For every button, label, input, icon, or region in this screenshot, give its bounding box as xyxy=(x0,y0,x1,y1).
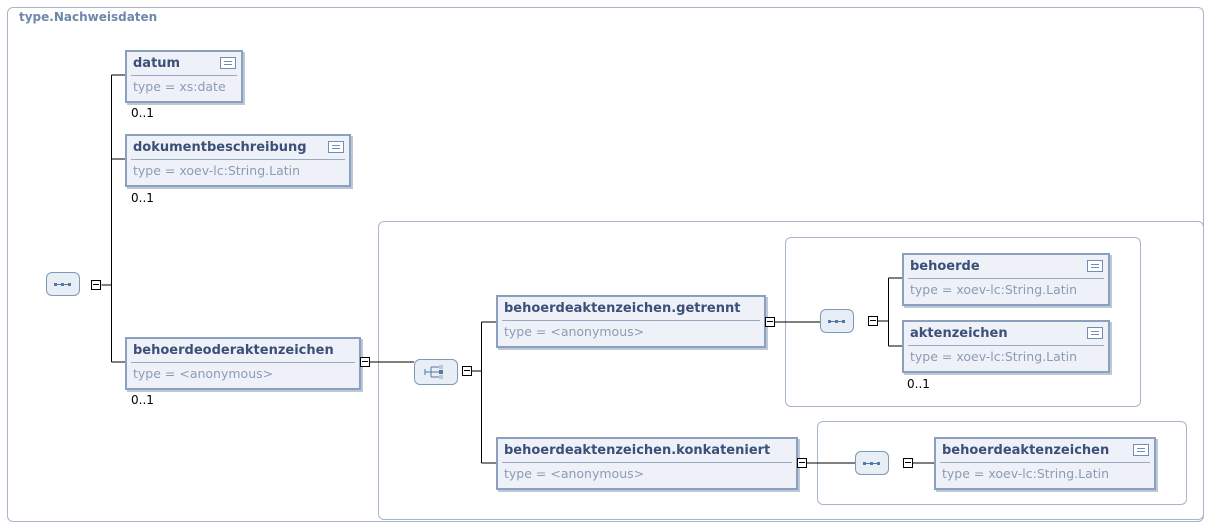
element-behoerdeaktenzeichen-konkateniert[interactable]: behoerdeaktenzeichen.konkateniert type =… xyxy=(496,437,798,490)
element-type: type = <anonymous> xyxy=(504,324,645,339)
documentation-icon xyxy=(1087,327,1103,339)
separator xyxy=(502,462,792,463)
collapse-toggle[interactable] xyxy=(868,316,878,326)
anonymous-type-group xyxy=(378,221,1204,520)
element-type: type = xoev-lc:String.Latin xyxy=(910,349,1078,364)
element-name: behoerdeaktenzeichen.getrennt xyxy=(504,301,741,316)
getrennt-sequence-compositor[interactable] xyxy=(820,309,854,333)
element-type: type = xoev-lc:String.Latin xyxy=(942,466,1110,481)
root-sequence-compositor[interactable] xyxy=(46,272,80,296)
element-dokumentbeschreibung[interactable]: dokumentbeschreibung type = xoev-lc:Stri… xyxy=(125,134,351,187)
separator xyxy=(908,278,1104,279)
diagram-title: type.Nachweisdaten xyxy=(19,10,158,24)
documentation-icon xyxy=(1087,260,1103,272)
documentation-icon xyxy=(1133,444,1149,456)
separator xyxy=(940,462,1150,463)
element-name: dokumentbeschreibung xyxy=(133,140,307,155)
occurrence-label: 0..1 xyxy=(131,191,154,205)
separator xyxy=(131,75,237,76)
documentation-icon xyxy=(328,141,344,153)
separator xyxy=(502,320,760,321)
konkateniert-sequence-compositor[interactable] xyxy=(855,451,889,475)
separator xyxy=(131,362,355,363)
element-name: behoerde xyxy=(910,259,980,274)
element-type: type = xs:date xyxy=(133,79,226,94)
sequence-icon xyxy=(54,283,72,286)
documentation-icon xyxy=(220,57,236,69)
sequence-icon xyxy=(828,320,846,323)
collapse-toggle[interactable] xyxy=(360,357,370,367)
element-name: behoerdeoderaktenzeichen xyxy=(133,343,334,358)
element-datum[interactable]: datum type = xs:date xyxy=(125,50,243,103)
separator xyxy=(908,345,1104,346)
choice-compositor[interactable] xyxy=(414,359,458,385)
element-name: datum xyxy=(133,56,181,71)
element-name: behoerdeaktenzeichen xyxy=(942,443,1110,458)
collapse-toggle[interactable] xyxy=(91,280,101,290)
occurrence-label: 0..1 xyxy=(131,393,154,407)
sequence-icon xyxy=(863,462,881,465)
element-name: aktenzeichen xyxy=(910,326,1008,341)
element-behoerdeoderaktenzeichen[interactable]: behoerdeoderaktenzeichen type = <anonymo… xyxy=(125,337,361,390)
element-behoerdeaktenzeichen[interactable]: behoerdeaktenzeichen type = xoev-lc:Stri… xyxy=(934,437,1156,490)
occurrence-label: 0..1 xyxy=(131,106,154,120)
element-aktenzeichen[interactable]: aktenzeichen type = xoev-lc:String.Latin xyxy=(902,320,1110,373)
occurrence-label: 0..1 xyxy=(907,377,930,391)
element-type: type = <anonymous> xyxy=(504,466,645,481)
element-type: type = <anonymous> xyxy=(133,366,274,381)
element-name: behoerdeaktenzeichen.konkateniert xyxy=(504,443,771,458)
collapse-toggle[interactable] xyxy=(903,458,913,468)
separator xyxy=(131,159,345,160)
element-behoerde[interactable]: behoerde type = xoev-lc:String.Latin xyxy=(902,253,1110,306)
element-type: type = xoev-lc:String.Latin xyxy=(910,282,1078,297)
element-behoerdeaktenzeichen-getrennt[interactable]: behoerdeaktenzeichen.getrennt type = <an… xyxy=(496,295,766,348)
collapse-toggle[interactable] xyxy=(797,458,807,468)
collapse-toggle[interactable] xyxy=(765,317,775,327)
choice-icon xyxy=(424,365,443,379)
collapse-toggle[interactable] xyxy=(462,366,472,376)
element-type: type = xoev-lc:String.Latin xyxy=(133,163,301,178)
